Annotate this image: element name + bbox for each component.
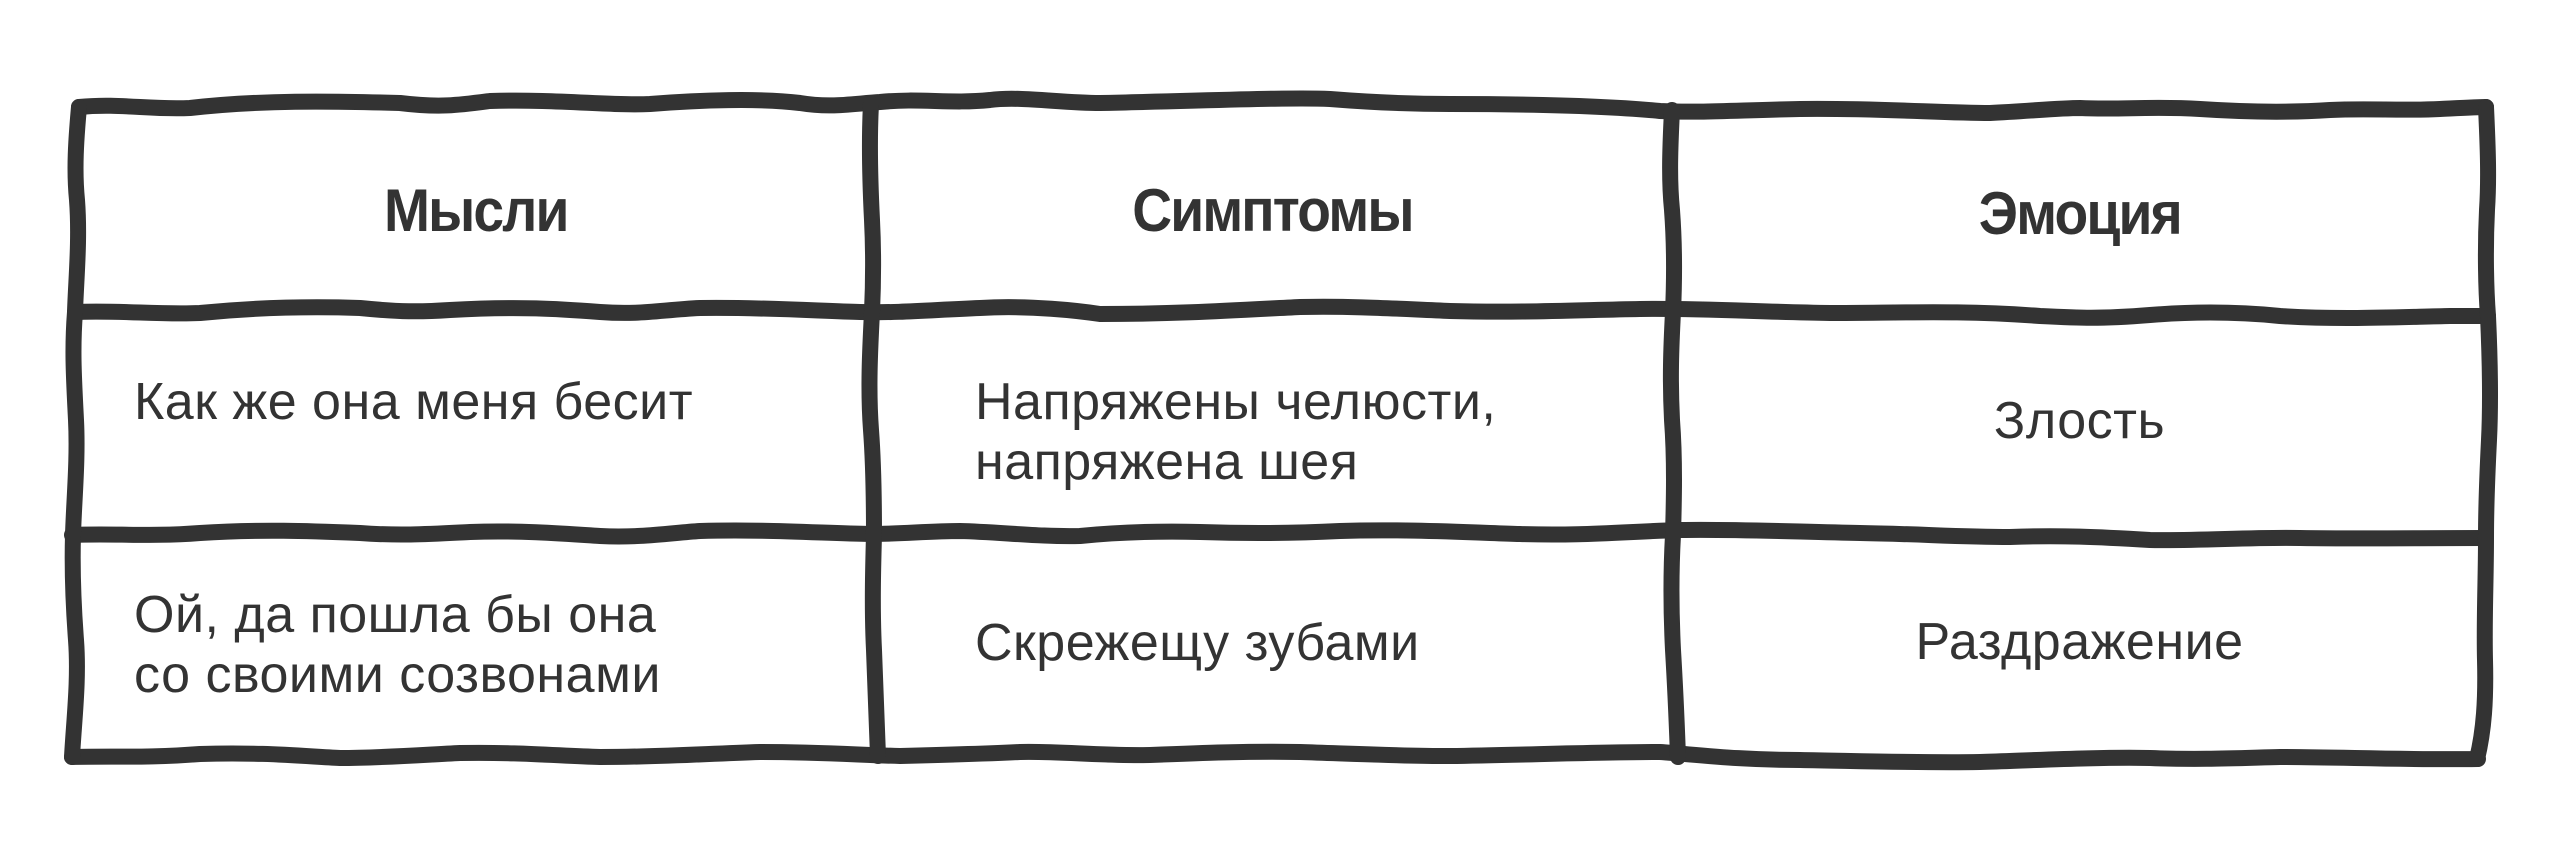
row2-symptoms-cell: Скрежещу зубами (975, 545, 1665, 750)
header-divider (67, 298, 2496, 327)
table-top-border (71, 90, 2494, 121)
row1-thought-text: Как же она меня бесит (134, 372, 693, 432)
header-cell-thoughts: Мысли (88, 115, 864, 305)
row2-thought-text: Ой, да пошла бы она со своими созвонами (134, 585, 661, 705)
table-bottom-border (64, 743, 2486, 771)
header-cell-emotion: Эмоция (1681, 118, 2478, 308)
header-label-symptoms: Симптомы (1132, 176, 1414, 244)
row-divider (64, 521, 2492, 549)
row2-emotion-cell: Раздражение (1681, 545, 2478, 750)
header-cell-symptoms: Симптомы (880, 115, 1665, 305)
row1-thought-cell: Как же она меня бесит (134, 322, 854, 472)
table-right-border (2469, 99, 2499, 767)
text-line: Как же она меня бесит (134, 373, 694, 431)
header-label-thoughts: Мысли (384, 176, 569, 244)
header-label-emotion: Эмоция (1978, 179, 2182, 247)
text-line: Ой, да пошла бы она (134, 586, 657, 644)
column-divider-2 (1662, 102, 1686, 765)
row1-symptoms-cell: Напряжены челюсти, напряжена шея (975, 322, 1665, 522)
row1-symptoms-text: Напряжены челюсти, напряжена шея (975, 372, 1496, 492)
text-line: напряжена шея (975, 433, 1359, 491)
row2-symptoms-text: Скрежещу зубами (975, 613, 1420, 673)
row1-emotion-text: Злость (1993, 392, 2166, 450)
text-line: Напряжены челюсти, (975, 373, 1497, 431)
text-line: со своими созвонами (134, 646, 661, 704)
column-divider-1 (861, 96, 886, 764)
row2-thought-cell: Ой, да пошла бы она со своими созвонами (134, 545, 854, 745)
row2-emotion-text: Раздражение (1915, 612, 2244, 671)
text-line: Скрежещу зубами (975, 613, 1420, 672)
row1-emotion-cell: Злость (1681, 322, 2478, 528)
table-left-border (64, 99, 87, 765)
